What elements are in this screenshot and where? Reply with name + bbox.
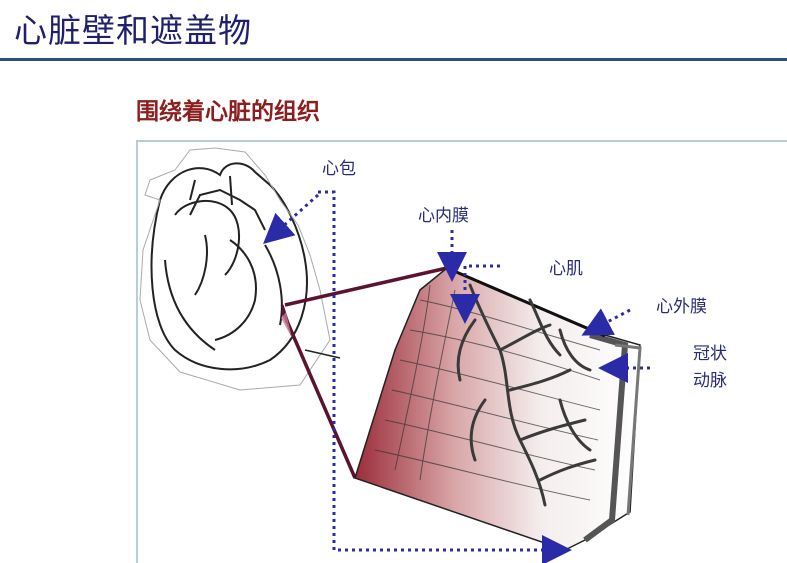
magnification-callout — [280, 266, 448, 479]
label-pericardium: 心包 — [322, 159, 356, 179]
label-myocardium: 心肌 — [549, 259, 583, 279]
heart-illustration — [139, 147, 341, 391]
label-endocardium: 心内膜 — [418, 206, 469, 226]
label-pointers — [263, 190, 650, 563]
label-coronary-artery-line2: 动脉 — [693, 371, 727, 391]
title-divider — [0, 58, 787, 61]
label-epicardium: 心外膜 — [656, 297, 707, 317]
label-coronary-artery-line1: 冠状 — [693, 344, 727, 364]
diagram-frame — [136, 140, 787, 563]
diagram-subtitle: 围绕着心脏的组织 — [136, 99, 320, 125]
slide-title: 心脏壁和遮盖物 — [14, 11, 252, 50]
heart-wall-tissue-block — [354, 266, 642, 551]
